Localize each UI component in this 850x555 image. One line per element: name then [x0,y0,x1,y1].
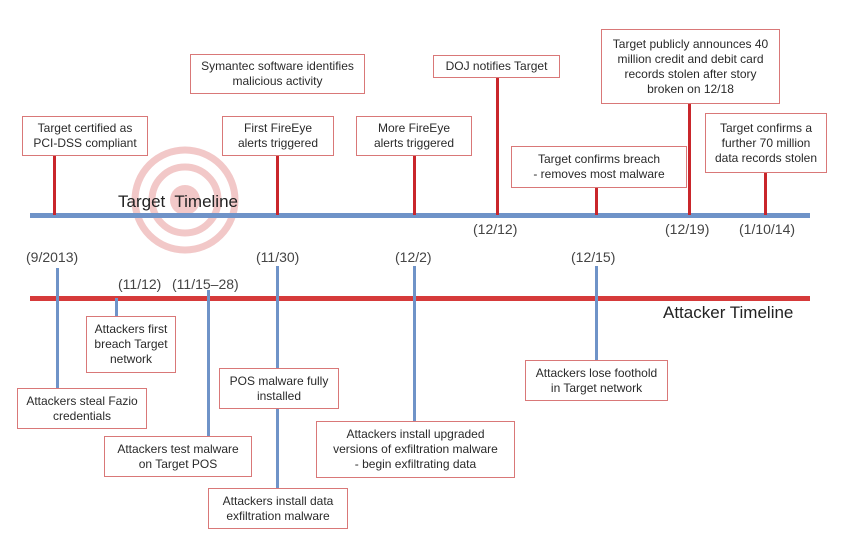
event-pos-installed: POS malware fully installed [219,368,339,409]
connector-announces-40m [688,103,691,215]
event-symantec: Symantec software identifies malicious a… [190,54,365,94]
event-fireeye-first: First FireEye alerts triggered [222,116,334,156]
connector-test-malware [207,290,210,438]
date-11-30: (11/30) [256,249,300,265]
date-12-19: (12/19) [665,221,710,237]
event-fireeye-more: More FireEye alerts triggered [356,116,472,156]
event-steal-fazio: Attackers steal Fazio credentials [17,388,147,429]
event-announces-40m: Target publicly announces 40 million cre… [601,29,780,104]
connector-fireeye-first [276,155,279,215]
attacker-timeline-title: Attacker Timeline [663,303,794,322]
event-install-exfil: Attackers install data exfiltration malw… [208,488,348,529]
date-11-15-28: (11/15–28) [172,276,239,292]
event-confirms-70m: Target confirms a further 70 million dat… [705,113,827,173]
event-doj: DOJ notifies Target [433,55,560,78]
event-test-malware: Attackers test malware on Target POS [104,436,252,477]
connector-confirms-breach [595,187,598,215]
date-9-2013: (9/2013) [26,249,79,265]
connector-fireeye-more [413,155,416,215]
date-12-15: (12/15) [571,249,616,265]
connector-doj [496,76,499,215]
target-timeline-axis [30,213,810,218]
connector-steal-fazio [56,268,59,390]
target-timeline-title: Target Timeline [118,192,238,211]
event-pci-certified: Target certified as PCI-DSS compliant [22,116,148,156]
connector-upgraded [413,266,416,423]
connector-lose-foothold [595,266,598,362]
connector-first-breach [115,298,118,318]
date-12-2: (12/2) [395,249,432,265]
date-1-10-14: (1/10/14) [739,221,796,237]
date-11-12: (11/12) [118,276,162,292]
event-upgraded-exfil: Attackers install upgraded versions of e… [316,421,515,478]
event-first-breach: Attackers first breach Target network [86,316,176,373]
event-lose-foothold: Attackers lose foothold in Target networ… [525,360,668,401]
attacker-timeline-axis [30,296,810,301]
connector-pci [53,154,56,215]
connector-confirms-70m [764,172,767,215]
event-confirms-breach: Target confirms breach - removes most ma… [511,146,687,188]
date-12-12: (12/12) [473,221,518,237]
